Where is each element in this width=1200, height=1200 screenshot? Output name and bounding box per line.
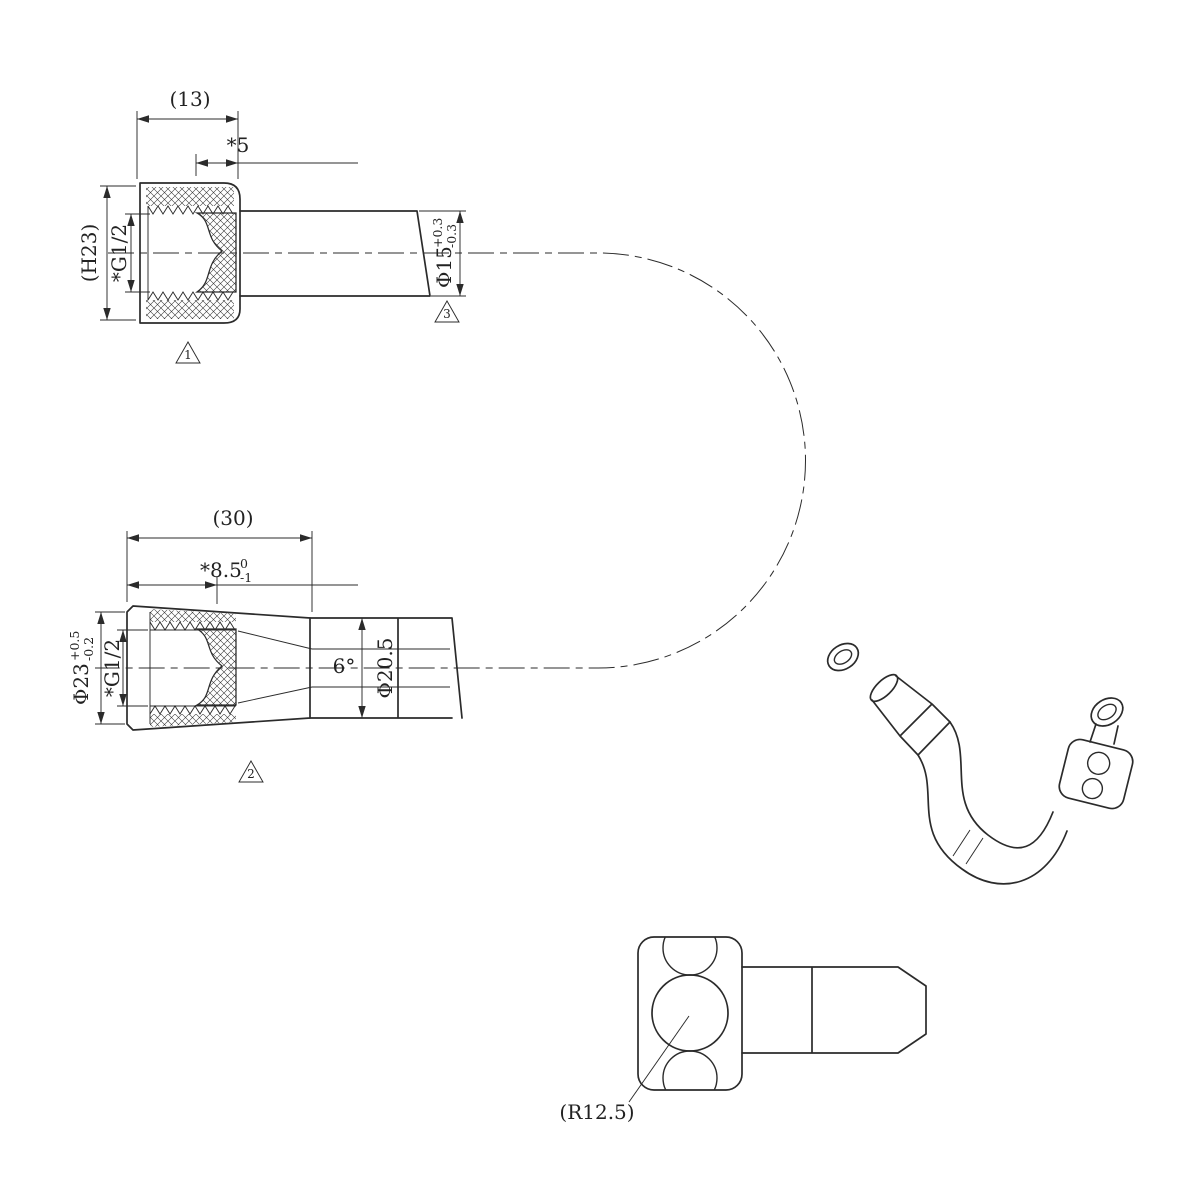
radius-leader-line	[628, 1015, 690, 1103]
note-flag-3: 3	[434, 300, 460, 323]
washer-outer-ring	[826, 642, 860, 672]
hose-cylinder-outline	[309, 617, 463, 719]
nut-collar-lines	[1089, 723, 1119, 745]
washer-inner-ring	[1097, 703, 1117, 721]
note-flag-2: 2	[238, 760, 264, 783]
hose-edge-outer	[917, 754, 1068, 885]
washer-inner-ring	[833, 649, 853, 665]
cone-nut-outline	[126, 605, 311, 731]
dim-radius-label: (R12.5)	[559, 1100, 634, 1124]
dim85-lower-tol: -1	[240, 570, 252, 585]
hose-centerline	[95, 252, 806, 669]
dimG12low-label: *G1/2	[100, 639, 124, 697]
lower-wall-hatch-upper	[150, 609, 236, 622]
dim30-extensions	[126, 531, 313, 612]
seal-cross-section	[194, 212, 237, 293]
dimD15-label: Φ15 +0.3 -0.3	[430, 218, 459, 288]
seal-cross-section	[194, 628, 237, 706]
elbow-bores	[651, 937, 729, 1090]
elbow-bottom-bore	[662, 1050, 718, 1090]
elbow-main-bore	[651, 974, 729, 1052]
dimD15-upper-tol: +0.3	[430, 218, 445, 248]
dimD205-label: Φ20.5	[373, 638, 397, 699]
thread-zigzag-bottom	[147, 291, 234, 301]
nut-outline	[139, 182, 241, 324]
triangle-icon	[175, 341, 201, 364]
dimD23-lower-tol: -0.2	[81, 637, 96, 661]
note-flag-2-number: 2	[247, 767, 255, 781]
dimD23-label: Φ23 +0.5 -0.2	[67, 631, 96, 705]
triangle-icon	[238, 760, 264, 783]
cone-body	[871, 675, 951, 756]
thread-zigzag-top	[147, 205, 234, 215]
dim85-base: *8.5	[200, 558, 242, 582]
washer-small	[826, 642, 860, 672]
top-wall-hatch-lower	[146, 300, 234, 319]
elbow-body	[637, 936, 743, 1091]
hose-assembly-pictorial	[826, 642, 1134, 885]
washer-outer-ring	[1090, 697, 1124, 727]
elbow-top-bore	[662, 937, 718, 976]
washer-large	[1090, 697, 1124, 727]
dimG12top-label: *G1/2	[107, 224, 131, 282]
top-wall-hatch-upper	[146, 187, 234, 206]
elbow-fitting: (R12.5)	[559, 936, 927, 1124]
lower-wall-hatch-lower	[150, 714, 236, 727]
nut-face-recess-2	[1081, 777, 1104, 800]
note-flag-1: 1	[175, 341, 201, 364]
dim85-upper-tol: 0	[240, 556, 248, 571]
dim30-label: (30)	[212, 506, 253, 530]
dimH23-label: (H23)	[77, 224, 101, 283]
dim-taper-angle-label: 6°	[333, 654, 356, 678]
note-flag-1-number: 1	[184, 348, 192, 362]
note-flag-3-number: 3	[443, 307, 451, 321]
dim13-label: (13)	[169, 87, 210, 111]
hose-crimp-marks	[952, 829, 984, 865]
dimD15-base: Φ15	[432, 246, 456, 288]
tube-outline	[239, 210, 431, 297]
dimD23-upper-tol: +0.5	[67, 631, 82, 661]
cone-hose-fitting	[869, 673, 951, 756]
dim85-extension	[216, 577, 358, 604]
hose-edge-inner	[949, 721, 1054, 849]
dimD15-lower-tol: -0.3	[444, 224, 459, 248]
thread-zigzag-top	[149, 621, 236, 631]
dim85-label: *8.5 0 -1	[200, 556, 252, 585]
dim5-label: *5	[227, 133, 250, 157]
dimD23-base: Φ23	[69, 663, 93, 705]
dim5-extension	[195, 154, 358, 176]
lower-section-view: (30) *8.5 0 -1 Φ23 +0.5 -0.2 *G1/2 6° Φ2…	[67, 506, 463, 783]
triangle-icon	[434, 300, 460, 323]
nut-face-recess-1	[1086, 751, 1111, 776]
nut-body	[1058, 738, 1134, 810]
elbow-side-pipe	[741, 966, 927, 1054]
hose-end-nut	[1058, 738, 1134, 810]
dim13-extensions	[136, 111, 239, 179]
top-section-view: (13) *5 (H23) *G1/2 Φ15 +0.3 -0.3 1 3	[77, 87, 466, 364]
taper-bore-lines	[237, 630, 450, 704]
thread-zigzag-bottom	[149, 705, 236, 715]
